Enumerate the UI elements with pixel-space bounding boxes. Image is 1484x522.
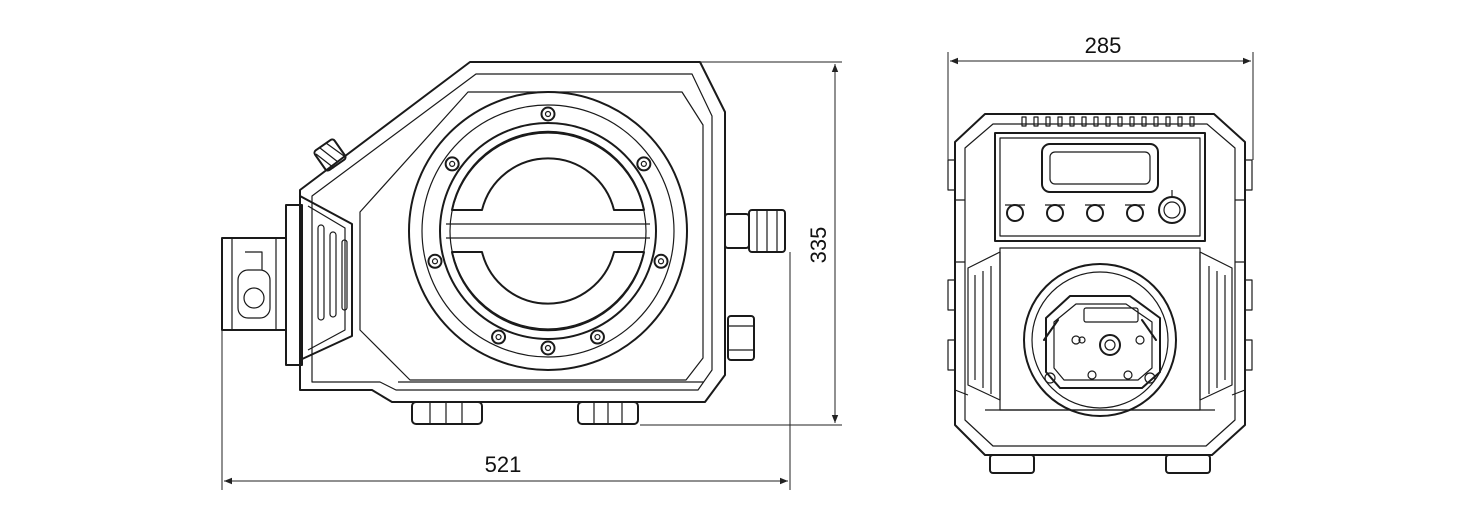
display-screen xyxy=(1041,143,1159,193)
side-right-fitting-top xyxy=(724,209,786,253)
bolt xyxy=(444,156,460,172)
fin xyxy=(1057,116,1063,127)
fin xyxy=(1189,116,1195,127)
bolt xyxy=(540,106,556,122)
control-knob xyxy=(1158,190,1186,224)
dim-front-width-label: 285 xyxy=(1085,33,1122,58)
fin xyxy=(1153,116,1159,127)
fin xyxy=(1033,116,1039,127)
side-feet xyxy=(411,401,639,425)
front-control-panel xyxy=(994,132,1206,242)
dim-side-height: 335 xyxy=(640,61,842,426)
side-pump-head xyxy=(408,91,688,371)
fin xyxy=(1081,116,1087,127)
front-feet xyxy=(989,454,1211,474)
bolt xyxy=(653,253,669,269)
dim-side-width-label: 521 xyxy=(485,452,522,477)
bolt xyxy=(540,340,556,356)
front-top-fins xyxy=(1021,116,1195,127)
bolt xyxy=(589,329,605,345)
side-foot-left xyxy=(411,401,483,425)
bolt xyxy=(427,253,443,269)
panel-button xyxy=(1125,204,1145,222)
panel-button xyxy=(1005,204,1025,222)
fin xyxy=(1177,116,1183,127)
front-view xyxy=(947,113,1253,474)
side-vent-block xyxy=(299,195,353,361)
side-body-outline xyxy=(299,61,726,403)
panel-button xyxy=(1045,204,1065,222)
control-panel-frame xyxy=(994,132,1206,242)
side-pump-head-bolts xyxy=(427,106,669,356)
fin xyxy=(1141,116,1147,127)
pump-head-label xyxy=(1083,307,1139,323)
front-body-outline xyxy=(954,113,1246,456)
side-right-fitting-bottom xyxy=(727,315,755,361)
fin xyxy=(1129,116,1135,127)
fin xyxy=(1069,116,1075,127)
fin xyxy=(1045,116,1051,127)
control-panel-buttons xyxy=(1005,204,1145,222)
inlet-box xyxy=(221,237,287,331)
side-inlet-connector xyxy=(221,204,303,366)
panel-button xyxy=(1085,204,1105,222)
dim-side-width: 521 xyxy=(221,252,791,490)
fin xyxy=(1165,116,1171,127)
bolt xyxy=(636,156,652,172)
fin xyxy=(1093,116,1099,127)
fin xyxy=(1021,116,1027,127)
side-body-inner-outline xyxy=(311,73,713,391)
fin xyxy=(1117,116,1123,127)
dim-side-height-label: 335 xyxy=(806,227,831,264)
front-pump-head xyxy=(1023,263,1177,417)
dim-front-width: 285 xyxy=(947,33,1254,160)
side-view xyxy=(221,61,786,425)
fin xyxy=(1105,116,1111,127)
bolt xyxy=(491,329,507,345)
side-top-knob xyxy=(313,138,347,172)
front-side-vents xyxy=(967,251,1233,401)
